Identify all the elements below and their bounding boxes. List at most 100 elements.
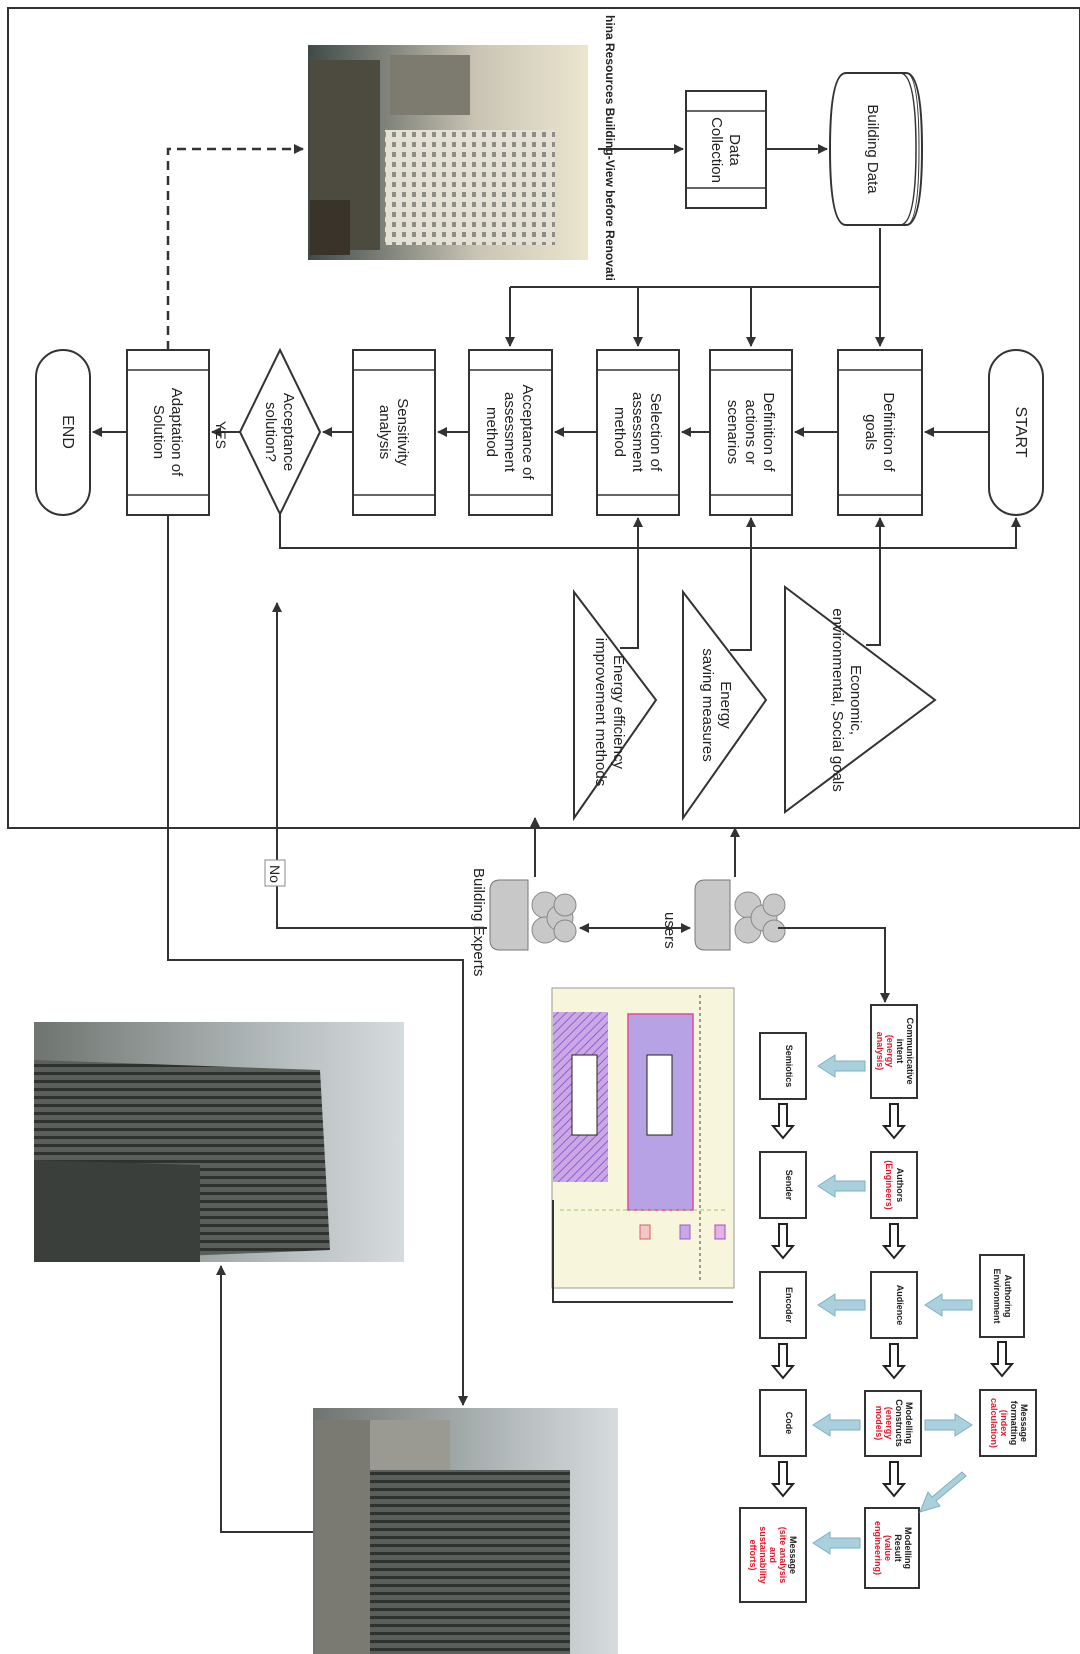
yes-label: YES [213, 421, 229, 449]
intent-label-4: analysis) [875, 1032, 885, 1071]
photo-caption: hina Resources Building-View before Reno… [603, 15, 617, 281]
selection-label-3: method [611, 407, 628, 457]
arrow-econ-to-goals [866, 518, 880, 645]
selection-label-1: Selection of [647, 393, 664, 472]
encoder-box: Encoder [760, 1272, 806, 1338]
sender-box: Sender [760, 1152, 806, 1218]
decision-label-2: solution? [262, 402, 279, 462]
arrow-users-to-intent [778, 928, 885, 1002]
arrow-bottom-to-renovated-photo [221, 1266, 313, 1532]
formatting-label-3: (index [999, 1410, 1009, 1437]
authors-box: Authors (Engineers) [871, 1152, 917, 1218]
energy-efficiency-label-2: improvement methods [592, 638, 609, 786]
semiotics-label: Semiotics [784, 1045, 794, 1088]
constructs-label-4: models) [874, 1406, 884, 1441]
result-label-4: engineering) [873, 1521, 883, 1575]
energy-efficiency-label-1: Energy efficiency [610, 655, 627, 769]
users-icon [695, 880, 785, 950]
message-label-3: and [768, 1547, 778, 1563]
no-feedback-arrow [277, 603, 487, 928]
acceptance-decision: Acceptance solution? [240, 350, 320, 514]
building-photo-before [308, 45, 588, 260]
data-collection-box: Data Collection [686, 91, 766, 208]
building-data-label: Building Data [864, 104, 881, 194]
start-label: START [1012, 407, 1029, 458]
formatting-label-2: formatting [1009, 1401, 1019, 1446]
goals-box: Definition of goals [838, 350, 922, 515]
authoring-env-label-2: Environment [992, 1268, 1002, 1323]
message-label-4: sustainability [758, 1526, 768, 1584]
selection-box: Selection of assessment method [597, 350, 679, 515]
adaptation-box: Adaptation of Solution [127, 350, 209, 515]
building-data-store: Building Data [830, 73, 922, 225]
floor-plan-image [552, 988, 734, 1288]
energy-saving-label-2: saving measures [699, 648, 716, 761]
acceptance-method-label-2: assessment [501, 392, 518, 473]
authoring-env-box: Authoring Environment [980, 1255, 1024, 1337]
audience-label: Audience [895, 1285, 905, 1326]
end-terminator: END [36, 350, 90, 515]
sensitivity-box: Sensitivity analysis [353, 350, 435, 515]
constructs-label-2: Constructs [894, 1399, 904, 1447]
building-photo-bottom [313, 1408, 618, 1654]
end-label: END [59, 415, 76, 449]
semiotics-box: Semiotics [760, 1033, 806, 1099]
message-formatting-box: Message formatting (index calculation) [980, 1390, 1036, 1456]
acceptance-method-label-1: Acceptance of [519, 384, 536, 480]
users-label: users [661, 912, 678, 949]
goals-label-1: Definition of [880, 392, 897, 472]
formatting-label-4: calculation) [989, 1398, 999, 1448]
adaptation-label-1: Adaptation of [168, 388, 185, 477]
sensitivity-label-1: Sensitivity [394, 398, 411, 466]
energy-saving-label-1: Energy [717, 681, 734, 729]
intent-label-3: (energy [885, 1035, 895, 1068]
actions-label-1: Definition of [760, 392, 777, 472]
authors-label-1: Authors [895, 1168, 905, 1203]
result-label-3: (value [883, 1535, 893, 1561]
formatting-label-1: Message [1019, 1404, 1029, 1442]
actions-box: Definition of actions or scenarios [710, 350, 792, 515]
authors-label-2: (Engineers) [884, 1160, 894, 1210]
arrow-efficiency-to-selection [620, 518, 638, 648]
encoder-label: Encoder [784, 1287, 794, 1324]
actions-label-3: scenarios [724, 400, 741, 464]
triangle-economic-goals: Economic, environmental, Social goals [785, 587, 935, 812]
modelling-result-box: Modelling Result (value engineering) [865, 1508, 919, 1588]
data-collection-label-1: Data [726, 134, 743, 166]
start-terminator: START [989, 350, 1043, 515]
sensitivity-label-2: analysis [376, 405, 393, 459]
econ-label-2: environmental, Social goals [829, 608, 846, 791]
building-experts-icon [490, 880, 576, 950]
experts-label: Building Experts [470, 868, 487, 976]
dashed-arrow-adaptation-to-photo [168, 149, 303, 350]
actions-label-2: actions or [742, 399, 759, 464]
intent-box: Communicative intent (energy analysis) [871, 1005, 917, 1098]
message-label-5: efforts) [748, 1540, 758, 1571]
sender-label: Sender [784, 1170, 794, 1201]
result-label-2: Result [893, 1534, 903, 1562]
message-label-1: Message [788, 1536, 798, 1574]
audience-box: Audience [871, 1272, 917, 1338]
result-label-1: Modelling [903, 1527, 913, 1569]
feedback-loop-to-start [280, 514, 1016, 548]
data-collection-label-2: Collection [708, 117, 725, 183]
decision-label-1: Acceptance [280, 393, 297, 471]
intent-label-2: intent [895, 1039, 905, 1064]
comm-model: Communicative intent (energy analysis) A… [740, 1005, 1036, 1602]
triangle-energy-efficiency: Energy efficiency improvement methods [574, 592, 656, 818]
authoring-env-label-1: Authoring [1003, 1275, 1013, 1318]
acceptance-method-label-3: method [483, 407, 500, 457]
acceptance-method-box: Acceptance of assessment method [469, 350, 552, 515]
adaptation-label-2: Solution [150, 405, 167, 459]
selection-label-2: assessment [629, 392, 646, 473]
triangle-energy-saving: Energy saving measures [683, 592, 766, 818]
arrow-saving-to-actions [730, 518, 751, 650]
arrow-adaptation-to-renovated-photo [168, 515, 463, 1405]
modelling-constructs-box: Modelling Constructs (energy models) [865, 1391, 921, 1456]
goals-label-2: goals [862, 414, 879, 450]
no-label: No [267, 865, 283, 883]
intent-label-1: Communicative [905, 1017, 915, 1084]
econ-label-1: Economic, [847, 665, 864, 735]
code-box: Code [760, 1390, 806, 1456]
